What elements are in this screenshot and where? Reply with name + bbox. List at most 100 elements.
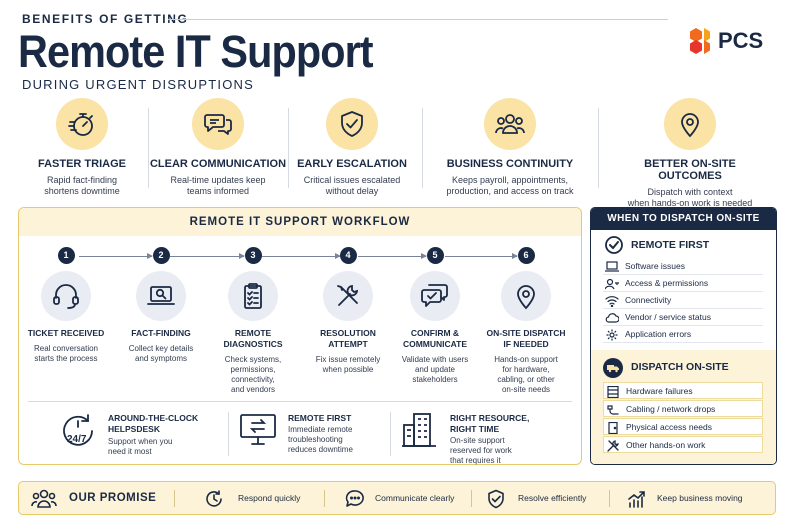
gear-icon: [606, 329, 618, 341]
step-title: RESOLUTION ATTEMPT: [320, 328, 376, 349]
workflow-divider: [28, 401, 572, 402]
check-circle-icon: [605, 236, 623, 254]
step-desc: Collect key details and symptoms: [128, 344, 194, 363]
step-arrow: [170, 253, 245, 259]
feature-divider: [228, 412, 229, 456]
step-number: 5: [426, 247, 444, 264]
dispatch-item: Physical access needs: [603, 418, 763, 435]
promise-item-label: Communicate clearly: [375, 493, 455, 503]
feature-title: REMOTE FIRST: [288, 413, 352, 423]
clipboard-checklist-icon: [228, 271, 278, 321]
benefit-desc: Rapid fact-finding shortens downtime: [44, 175, 120, 196]
server-icon: [607, 386, 619, 398]
step-title: REMOTE DIAGNOSTICS: [223, 328, 283, 349]
dispatch-item-label: Physical access needs: [626, 422, 712, 432]
benefit-faster-triage: FASTER TRIAGE Rapid fact-finding shorten…: [12, 98, 152, 197]
benefit-title: EARLY ESCALATION: [297, 158, 407, 170]
dispatch-item: Software issues: [603, 258, 763, 275]
building-icon: [402, 413, 436, 447]
promise-item-label: Resolve efficiently: [518, 493, 587, 503]
dispatch-panel: WHEN TO DISPATCH ON-SITE REMOTE FIRST So…: [590, 207, 777, 465]
wifi-icon: [605, 296, 619, 307]
promise-bar: OUR PROMISE Respond quickly Communicate …: [18, 481, 776, 515]
step-desc: Validate with users and update stakehold…: [401, 355, 469, 384]
chat-bubbles-icon: [192, 98, 244, 150]
dispatch-item-label: Connectivity: [625, 295, 672, 305]
cable-icon: [607, 405, 619, 415]
benefit-desc: Real-time updates keep teams informed: [170, 175, 266, 196]
promise-title: OUR PROMISE: [69, 492, 157, 504]
clock-24-7-icon: 24/7: [63, 414, 93, 446]
feature-title: RIGHT RESOURCE, RIGHT TIME: [450, 413, 530, 434]
dispatch-item-label: Access & permissions: [625, 278, 709, 288]
pcs-logo[interactable]: PCS: [690, 26, 780, 54]
feature-around-the-clock: 24/7 AROUND-THE-CLOCK HELPSDESK Support …: [58, 409, 228, 465]
dispatch-item: Other hands-on work: [603, 436, 763, 453]
promise-divider: [471, 490, 472, 507]
step-title: ON-SITE DISPATCH IF NEEDED: [486, 328, 566, 349]
promise-divider: [324, 490, 325, 507]
dispatch-item-label: Cabling / network drops: [626, 404, 716, 414]
benefit-divider: [148, 108, 149, 188]
benefit-divider: [422, 108, 423, 188]
headset-icon: [41, 271, 91, 321]
feature-title: AROUND-THE-CLOCK HELPSDESK: [108, 413, 199, 434]
benefit-desc: Critical issues escalated without delay: [303, 175, 401, 196]
benefit-title: BUSINESS CONTINUITY: [446, 158, 574, 170]
location-pin-icon: [664, 98, 716, 150]
feature-desc: Support when you need it most: [108, 437, 173, 456]
title-divider: [168, 19, 668, 20]
step-arrow: [358, 253, 427, 259]
feature-divider: [390, 412, 391, 456]
door-icon: [608, 422, 618, 434]
benefit-early-escalation: EARLY ESCALATION Critical issues escalat…: [282, 98, 422, 197]
chat-check-icon: [410, 271, 460, 321]
benefit-divider: [598, 108, 599, 188]
benefit-desc: Dispatch with context when hands-on work…: [627, 187, 753, 208]
dispatch-item: Cabling / network drops: [603, 400, 763, 417]
benefit-desc: Keeps payroll, appointments, production,…: [446, 175, 574, 196]
step-title: TICKET RECEIVED: [27, 328, 105, 338]
benefit-title: FASTER TRIAGE: [37, 158, 126, 170]
cloud-icon: [605, 313, 619, 323]
page-title: Remote IT Support: [18, 26, 374, 77]
dispatch-item: Vendor / service status: [603, 309, 763, 326]
location-pin-icon: [501, 271, 551, 321]
remote-first-label: REMOTE FIRST: [631, 239, 710, 251]
step-number: 4: [339, 247, 357, 264]
workflow-step-4: 4 RESOLUTION ATTEMPT Fix issue remotely …: [300, 247, 396, 375]
benefit-business-continuity: BUSINESS CONTINUITY Keeps payroll, appoi…: [440, 98, 580, 197]
workflow-step-1: 1 TICKET RECEIVED Real conversation star…: [18, 247, 114, 364]
step-number: 3: [244, 247, 262, 264]
step-arrow: [79, 253, 153, 259]
workflow-step-2: 2 FACT-FINDING Collect key details and s…: [113, 247, 209, 364]
dispatch-on-site-section: DISPATCH ON-SITE Hardware failures Cabli…: [591, 350, 776, 464]
step-title: CONFIRM & COMMUNICATE: [402, 328, 468, 349]
dispatch-item-label: Software issues: [625, 261, 685, 271]
growth-chart-icon: [628, 491, 645, 508]
step-desc: Real conversation starts the process: [33, 344, 99, 363]
feature-desc: Immediate remote troubleshooting reduces…: [288, 425, 353, 454]
feature-desc: On-site support reserved for work that r…: [450, 436, 512, 465]
truck-icon: [603, 358, 623, 378]
step-desc: Hands-on support for hardware, cabling, …: [494, 355, 558, 394]
step-desc: Check systems, permissions, connectivity…: [224, 355, 282, 394]
dispatch-item: Hardware failures: [603, 382, 763, 399]
dispatch-item: Connectivity: [603, 292, 763, 309]
step-arrow: [445, 253, 518, 259]
shield-check-icon: [326, 98, 378, 150]
workflow-step-3: 3 REMOTE DIAGNOSTICS Check systems, perm…: [205, 247, 301, 395]
promise-divider: [174, 490, 175, 507]
step-number: 1: [57, 247, 75, 264]
benefit-better-on-site: BETTER ON-SITE OUTCOMES Dispatch with co…: [620, 98, 760, 209]
workflow-step-6: 6 ON-SITE DISPATCH IF NEEDED Hands-on su…: [478, 247, 574, 395]
benefit-title: BETTER ON-SITE OUTCOMES: [644, 158, 736, 182]
feature-right-resource: RIGHT RESOURCE, RIGHT TIME On-site suppo…: [400, 409, 570, 465]
page-subtitle: DURING URGENT DISRUPTIONS: [22, 77, 254, 92]
step-desc: Fix issue remotely when possible: [315, 355, 381, 374]
dispatch-item-label: Hardware failures: [626, 386, 693, 396]
promise-item-label: Respond quickly: [238, 493, 301, 503]
workflow-panel: REMOTE IT SUPPORT WORKFLOW: [18, 207, 582, 465]
pre-title: BENEFITS OF GETTING: [22, 12, 189, 26]
step-arrow: [262, 253, 341, 259]
